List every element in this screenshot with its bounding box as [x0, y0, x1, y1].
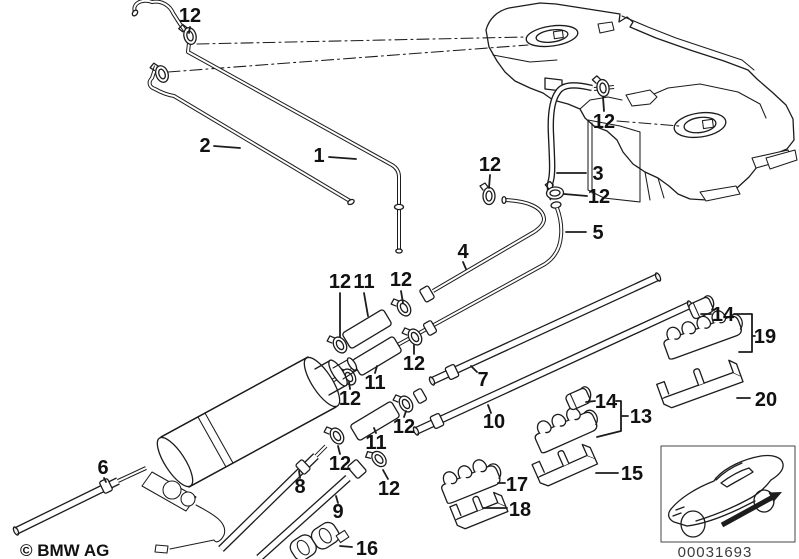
- callout-11-17[interactable]: 11: [365, 432, 386, 454]
- callout-5-6[interactable]: 5: [592, 222, 603, 244]
- callout-6-20[interactable]: 6: [97, 457, 108, 479]
- fitting-row-b: [422, 320, 438, 336]
- car-outline: [667, 454, 784, 538]
- bracket-18: [449, 491, 509, 530]
- callout-14-30[interactable]: 14: [712, 304, 735, 326]
- right-fuel-sender-flange: [673, 111, 727, 139]
- callout-12-0[interactable]: 12: [179, 5, 201, 27]
- callout-7-15[interactable]: 7: [477, 369, 488, 391]
- callout-12-7[interactable]: 12: [479, 154, 501, 176]
- pipe-7: [428, 272, 662, 386]
- callout-15-29[interactable]: 15: [621, 463, 643, 485]
- callout-12-18[interactable]: 12: [329, 453, 351, 475]
- callout-14-27[interactable]: 14: [595, 391, 618, 413]
- bracket-15: [531, 443, 599, 487]
- clip-16: [289, 521, 350, 559]
- callout-9-23[interactable]: 9: [332, 501, 343, 523]
- callout-12-16[interactable]: 12: [393, 416, 415, 438]
- callout-19-31[interactable]: 19: [754, 326, 776, 348]
- callout-4-8[interactable]: 4: [457, 241, 469, 263]
- fitting-row-c: [412, 388, 428, 404]
- pipe-6: [12, 466, 147, 536]
- hose-11-a: [342, 309, 392, 349]
- clip-19: [663, 310, 743, 360]
- callout-11-13[interactable]: 11: [364, 372, 385, 394]
- pipe-8: [218, 444, 328, 552]
- pipe-1: [131, 0, 405, 254]
- pipe-2: [147, 65, 355, 206]
- callout-12-22[interactable]: 12: [378, 478, 400, 500]
- callout-11-10[interactable]: 11: [353, 271, 374, 293]
- left-fuel-sender-flange: [525, 24, 579, 48]
- callout-10-19[interactable]: 10: [483, 411, 505, 433]
- callout-12-14[interactable]: 12: [339, 388, 361, 410]
- bracket-20: [656, 359, 744, 409]
- car-locator-inset: [660, 445, 796, 543]
- callout-12-12[interactable]: 12: [403, 353, 425, 375]
- callout-20-32[interactable]: 20: [755, 389, 777, 411]
- callout-13-28[interactable]: 13: [630, 406, 652, 428]
- fuel-filter: [141, 356, 358, 554]
- pipe-9: [256, 459, 367, 559]
- clip-13: [534, 407, 598, 454]
- callout-18-26[interactable]: 18: [509, 499, 531, 521]
- leader-lines: [103, 26, 756, 548]
- clamps-12: [149, 23, 610, 468]
- callout-16-24[interactable]: 16: [356, 538, 378, 559]
- filter-wire: [169, 504, 226, 550]
- cover-14-a: [565, 386, 592, 411]
- callout-8-21[interactable]: 8: [294, 476, 305, 498]
- clip-17: [441, 459, 502, 504]
- callout-2-1[interactable]: 2: [199, 135, 210, 157]
- callout-3-4[interactable]: 3: [592, 163, 603, 185]
- callout-12-5[interactable]: 12: [588, 186, 610, 208]
- pipe-5: [305, 201, 564, 398]
- fuel-tank-drawing: [485, 2, 798, 203]
- callout-17-25[interactable]: 17: [506, 474, 528, 496]
- diagram-part-number: 00031693: [678, 544, 753, 559]
- pipe-10: [412, 300, 694, 436]
- location-arrow: [720, 492, 782, 528]
- bmw-copyright-watermark: © BMW AG: [20, 541, 109, 559]
- pipe-4: [419, 195, 546, 303]
- callout-12-3[interactable]: 12: [593, 111, 615, 133]
- callout-1-2[interactable]: 1: [313, 145, 324, 167]
- callout-12-9[interactable]: 12: [329, 271, 351, 293]
- reference-lines: [167, 36, 680, 127]
- hose-11-c: [350, 401, 400, 441]
- callout-12-11[interactable]: 12: [390, 269, 412, 291]
